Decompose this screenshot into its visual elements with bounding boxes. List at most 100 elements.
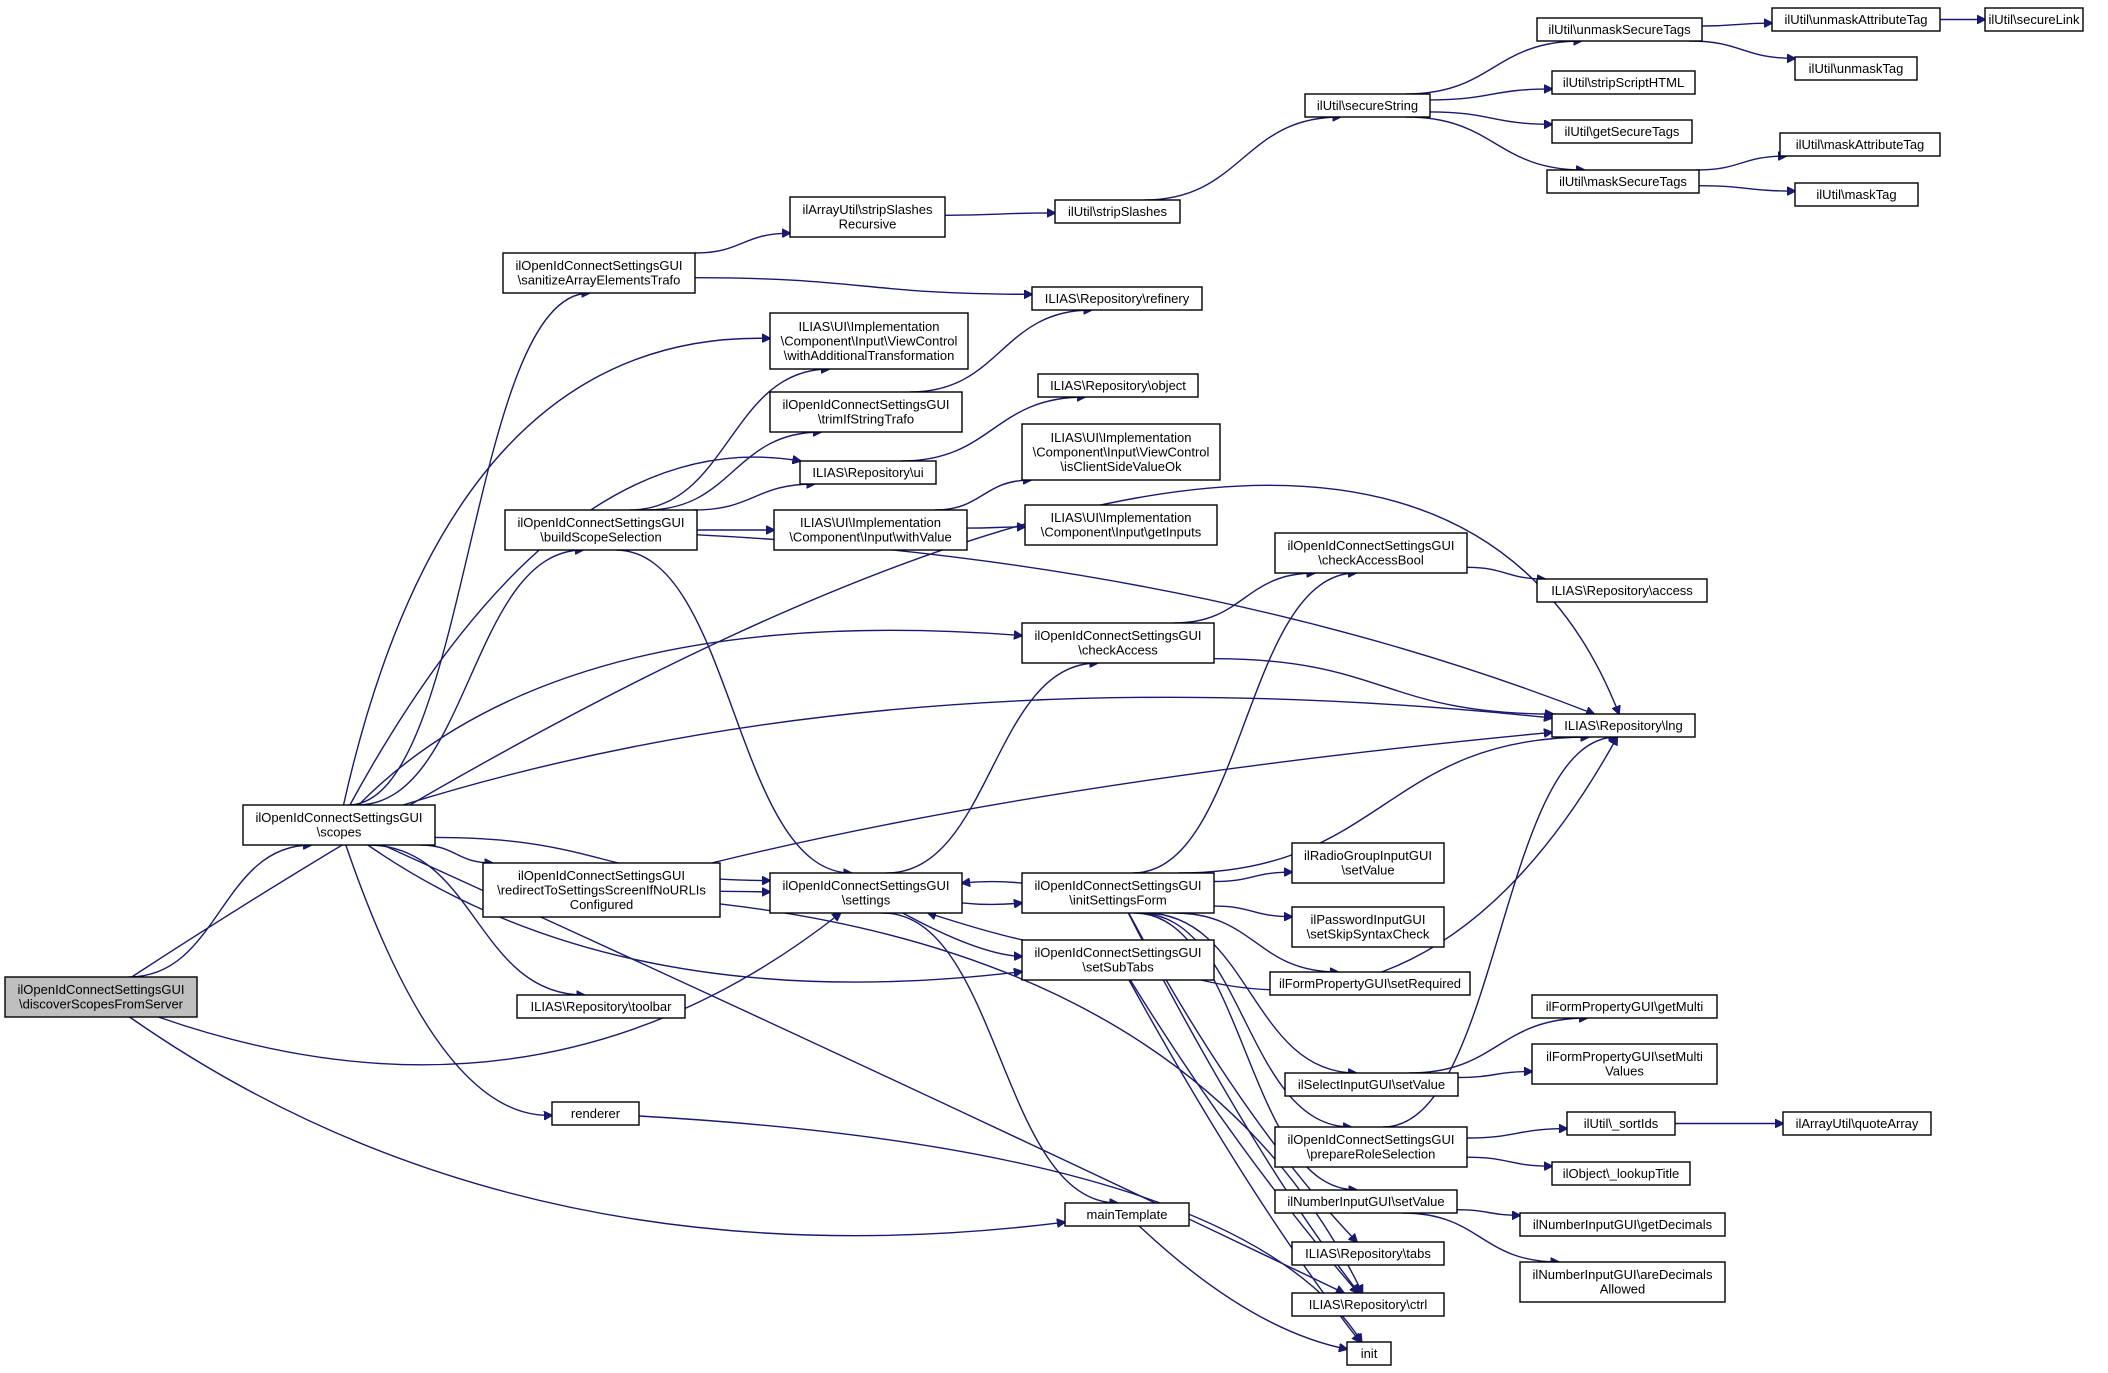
node-label: \Component\Input\ViewControl bbox=[1033, 444, 1210, 459]
node-box bbox=[1794, 182, 1919, 207]
node-getInputs[interactable]: ILIAS\UI\Implementation\Component\Input\… bbox=[1024, 504, 1218, 546]
node-unmaskTag[interactable]: ilUtil\unmaskTag bbox=[1794, 56, 1918, 81]
edge-redirect-to-settings bbox=[719, 891, 770, 892]
node-secureString[interactable]: ilUtil\secureString bbox=[1304, 93, 1431, 118]
node-label: ilUtil\secureString bbox=[1317, 98, 1418, 113]
node-setSubTabs[interactable]: ilOpenIdConnectSettingsGUI\setSubTabs bbox=[1021, 939, 1215, 981]
node-discover[interactable]: ilOpenIdConnectSettingsGUI\discoverScope… bbox=[4, 976, 198, 1018]
node-box bbox=[1551, 713, 1696, 738]
node-label: ILIAS\Repository\toolbar bbox=[531, 999, 673, 1014]
node-unmaskAttr[interactable]: ilUtil\unmaskAttributeTag bbox=[1771, 7, 1941, 32]
node-checkAccessBool[interactable]: ilOpenIdConnectSettingsGUI\checkAccessBo… bbox=[1274, 532, 1468, 574]
node-mainTemplate[interactable]: mainTemplate bbox=[1064, 1202, 1190, 1227]
node-refinery[interactable]: ILIAS\Repository\refinery bbox=[1031, 286, 1203, 311]
node-box bbox=[1794, 56, 1918, 81]
node-secureLink[interactable]: ilUtil\secureLink bbox=[1984, 7, 2084, 32]
node-box bbox=[1291, 906, 1445, 948]
node-label: \sanitizeArrayElementsTrafo bbox=[518, 273, 681, 288]
node-initForm[interactable]: ilOpenIdConnectSettingsGUI\initSettingsF… bbox=[1021, 872, 1215, 914]
node-trimIf[interactable]: ilOpenIdConnectSettingsGUI\trimIfStringT… bbox=[769, 391, 963, 433]
node-box bbox=[799, 460, 937, 485]
edge-initForm-to-selectSet bbox=[1144, 912, 1357, 1073]
node-selectSet[interactable]: ilSelectInputGUI\setValue bbox=[1284, 1072, 1459, 1097]
node-label: Recursive bbox=[839, 217, 897, 232]
node-getSecure[interactable]: ilUtil\getSecureTags bbox=[1551, 119, 1693, 144]
node-box bbox=[1269, 971, 1471, 996]
node-getMulti[interactable]: ilFormPropertyGUI\getMulti bbox=[1531, 994, 1718, 1019]
node-maskTag[interactable]: ilUtil\maskTag bbox=[1794, 182, 1919, 207]
node-scopes[interactable]: ilOpenIdConnectSettingsGUI\scopes bbox=[242, 804, 436, 846]
node-box bbox=[1566, 1111, 1676, 1136]
node-box bbox=[1021, 423, 1221, 481]
node-prepRole[interactable]: ilOpenIdConnectSettingsGUI\prepareRoleSe… bbox=[1274, 1126, 1468, 1168]
node-label: ilOpenIdConnectSettingsGUI bbox=[518, 868, 685, 883]
node-redirect[interactable]: ilOpenIdConnectSettingsGUI\redirectToSet… bbox=[482, 862, 721, 918]
node-repoUi[interactable]: ILIAS\Repository\ui bbox=[799, 460, 937, 485]
node-repoAccess[interactable]: ILIAS\Repository\access bbox=[1536, 578, 1708, 603]
edge-discover-to-repoLng bbox=[131, 484, 1619, 978]
node-label: ilUtil\secureLink bbox=[1988, 12, 2080, 27]
node-quoteArray[interactable]: ilArrayUtil\quoteArray bbox=[1782, 1111, 1932, 1136]
node-label: ilOpenIdConnectSettingsGUI bbox=[256, 810, 423, 825]
node-repoObject[interactable]: ILIAS\Repository\object bbox=[1037, 373, 1199, 398]
node-label: ilOpenIdConnectSettingsGUI bbox=[783, 878, 950, 893]
node-repoTabs[interactable]: ILIAS\Repository\tabs bbox=[1291, 1241, 1445, 1266]
edge-buildScope-to-trimIf bbox=[645, 432, 821, 511]
node-settings[interactable]: ilOpenIdConnectSettingsGUI\settings bbox=[769, 872, 963, 914]
node-maskAttr[interactable]: ilUtil\maskAttributeTag bbox=[1779, 132, 1941, 157]
node-isClientSide[interactable]: ILIAS\UI\Implementation\Component\Input\… bbox=[1021, 423, 1221, 481]
node-numberSet[interactable]: ilNumberInputGUI\setValue bbox=[1274, 1189, 1458, 1214]
edge-scopes-to-withAddTrans bbox=[342, 338, 771, 806]
node-box bbox=[242, 804, 436, 846]
node-maskSecure[interactable]: ilUtil\maskSecureTags bbox=[1546, 169, 1700, 194]
edge-scopes-to-buildScope bbox=[356, 550, 583, 806]
node-box bbox=[1771, 7, 1941, 32]
node-label: ilUtil\getSecureTags bbox=[1565, 124, 1680, 139]
node-toolbar[interactable]: ILIAS\Repository\toolbar bbox=[516, 994, 686, 1019]
node-stripScript[interactable]: ilUtil\stripScriptHTML bbox=[1551, 70, 1696, 95]
node-lookupTitle[interactable]: ilObject\_lookupTitle bbox=[1551, 1161, 1691, 1186]
node-box bbox=[1284, 1072, 1459, 1097]
node-label: \setValue bbox=[1341, 863, 1394, 878]
node-sanitize[interactable]: ilOpenIdConnectSettingsGUI\sanitizeArray… bbox=[502, 252, 696, 294]
node-checkAccess[interactable]: ilOpenIdConnectSettingsGUI\checkAccess bbox=[1021, 622, 1215, 664]
edge-buildScope-to-repoUi bbox=[693, 484, 815, 511]
node-radioSet[interactable]: ilRadioGroupInputGUI\setValue bbox=[1291, 842, 1445, 884]
edge-scopes-to-setSubTabs bbox=[367, 844, 1022, 983]
edge-settings-to-setSubTabs bbox=[902, 912, 1022, 957]
edge-discover-to-scopes bbox=[128, 845, 312, 978]
node-label: \buildScopeSelection bbox=[540, 530, 661, 545]
node-label: \redirectToSettingsScreenIfNoURLIs bbox=[497, 882, 706, 897]
node-buildScope[interactable]: ilOpenIdConnectSettingsGUI\buildScopeSel… bbox=[504, 509, 698, 551]
edge-initForm-to-numberSet bbox=[1134, 912, 1357, 1190]
node-box bbox=[1304, 93, 1431, 118]
node-label: ilUtil\unmaskTag bbox=[1809, 61, 1904, 76]
node-stripSlashes[interactable]: ilUtil\stripSlashes bbox=[1054, 199, 1181, 224]
node-label: ilOpenIdConnectSettingsGUI bbox=[18, 982, 185, 997]
node-sortIds[interactable]: ilUtil\_sortIds bbox=[1566, 1111, 1676, 1136]
node-unmaskSecure[interactable]: ilUtil\unmaskSecureTags bbox=[1536, 17, 1703, 42]
edge-setSubTabs-to-settings bbox=[928, 913, 1024, 941]
node-pwdSkip[interactable]: ilPasswordInputGUI\setSkipSyntaxCheck bbox=[1291, 906, 1445, 948]
node-getDecimals[interactable]: ilNumberInputGUI\getDecimals bbox=[1519, 1212, 1726, 1237]
node-setRequired[interactable]: ilFormPropertyGUI\setRequired bbox=[1269, 971, 1471, 996]
edge-scopes-to-redirect bbox=[419, 844, 493, 863]
edge-initForm-to-checkAccessBool bbox=[1132, 573, 1356, 874]
node-label: ilPasswordInputGUI bbox=[1311, 912, 1426, 927]
node-withValue[interactable]: ILIAS\UI\Implementation\Component\Input\… bbox=[773, 509, 968, 551]
edge-scopes-to-checkAccess bbox=[358, 629, 1022, 806]
node-box bbox=[1531, 994, 1718, 1019]
node-label: ilOpenIdConnectSettingsGUI bbox=[518, 515, 685, 530]
node-renderer[interactable]: renderer bbox=[551, 1101, 640, 1126]
node-repoLng[interactable]: ILIAS\Repository\lng bbox=[1551, 713, 1696, 738]
edge-stripRec-to-stripSlashes bbox=[944, 213, 1055, 215]
node-init[interactable]: init bbox=[1346, 1341, 1392, 1366]
edge-initForm-to-radioSet bbox=[1213, 872, 1292, 883]
node-box bbox=[551, 1101, 640, 1126]
node-repoCtrl[interactable]: ILIAS\Repository\ctrl bbox=[1291, 1292, 1445, 1317]
node-withAddTrans[interactable]: ILIAS\UI\Implementation\Component\Input\… bbox=[769, 312, 969, 370]
